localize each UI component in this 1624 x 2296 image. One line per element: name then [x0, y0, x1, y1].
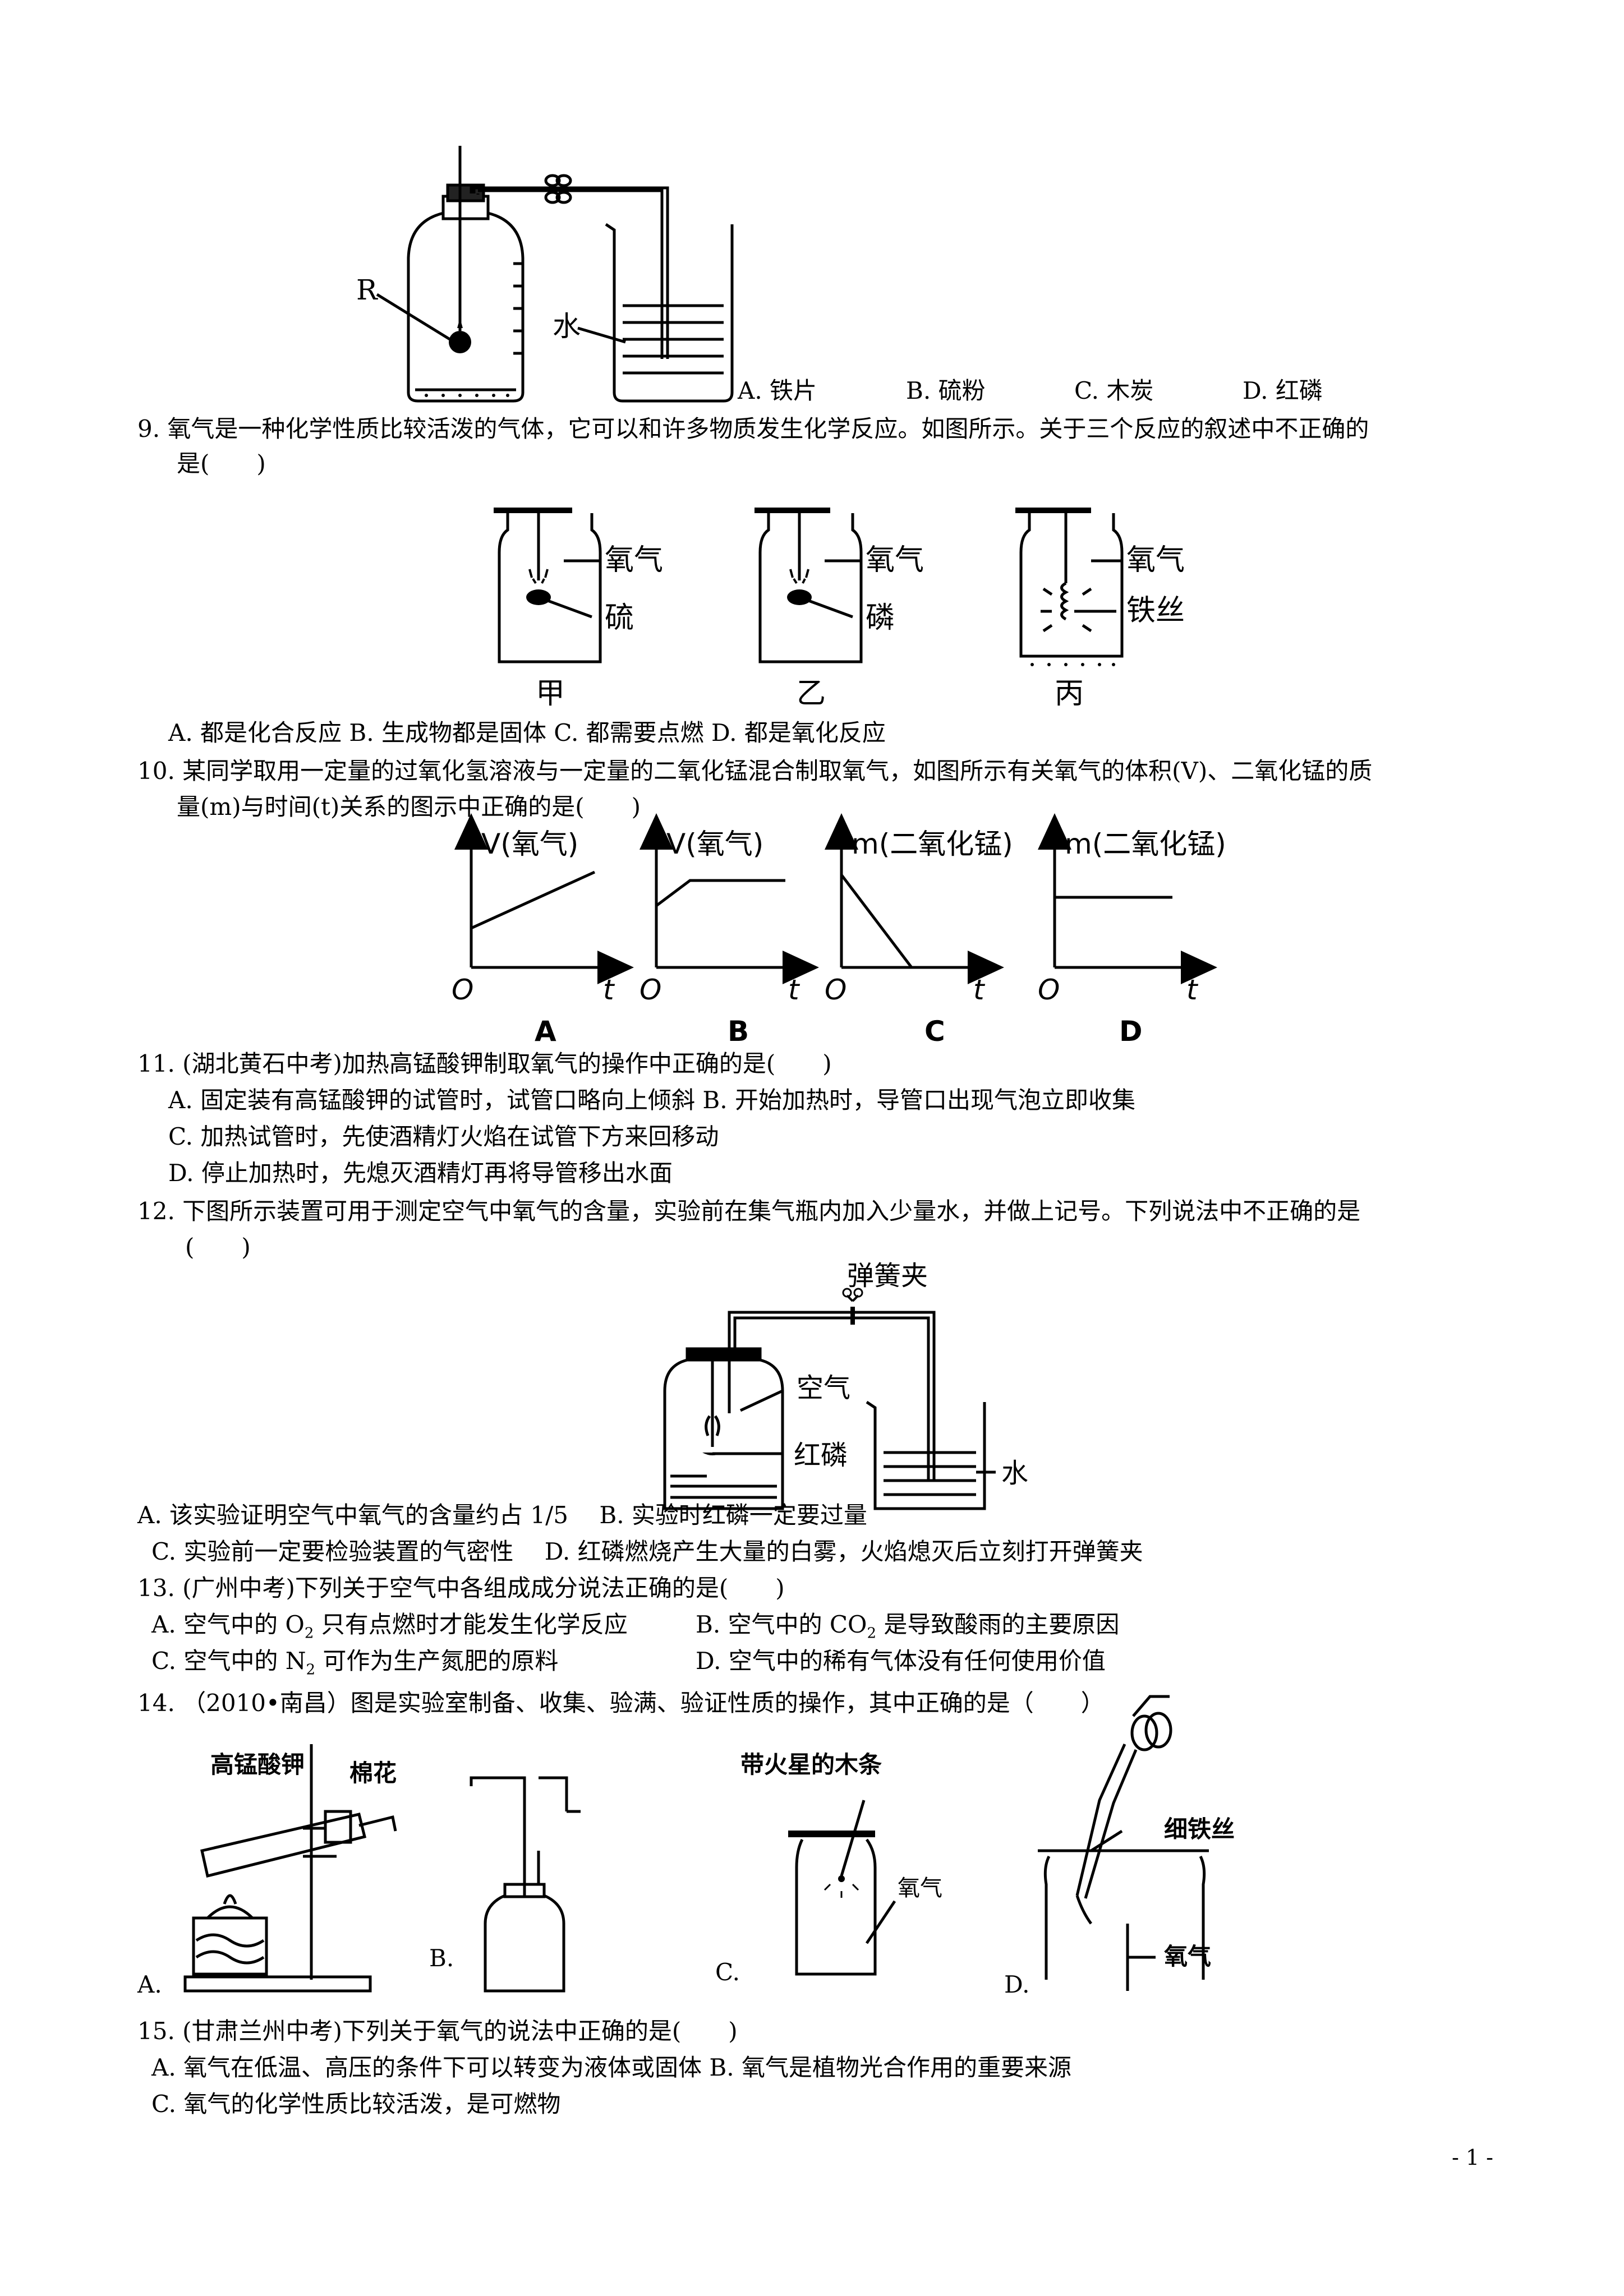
- q14-option-c: C.: [715, 1958, 740, 1986]
- q10-stem-line2: 量(m)与时间(t)关系的图示中正确的是( ): [177, 793, 641, 820]
- q10-graph-a-xlabel: t: [603, 974, 614, 1006]
- q10-graph-d-origin: O: [1038, 974, 1060, 1006]
- q10-graph-a-name: A: [535, 1015, 556, 1048]
- q10-graph-b-origin: O: [640, 974, 662, 1006]
- q14-stem: 14. （2010•南昌）图是实验室制备、收集、验满、验证性质的操作，其中正确的…: [137, 1689, 1105, 1717]
- q14-label-kmno4: 高锰酸钾: [210, 1751, 305, 1778]
- q10-graph-a-ylabel: V(氧气): [481, 828, 579, 860]
- q9-jar1-gas-label: 氧气: [605, 543, 664, 577]
- q8-label-r: R: [356, 274, 378, 306]
- q14-option-b: B.: [429, 1944, 454, 1972]
- q9-jar3-name: 丙: [1055, 677, 1084, 711]
- q14-label-splint: 带火星的木条: [740, 1751, 882, 1778]
- q14-label-cotton: 棉花: [349, 1759, 397, 1787]
- q10-graph-c-xlabel: t: [973, 974, 984, 1006]
- q9-jar3-substance-label: 铁丝: [1126, 594, 1185, 628]
- q13-option-a: A. 空气中的 O2 只有点燃时才能发生化学反应: [151, 1611, 628, 1642]
- q15-option-a-b: A. 氧气在低温、高压的条件下可以转变为液体或固体 B. 氧气是植物光合作用的重…: [151, 2054, 1071, 2081]
- q9-stem-line2: 是( ): [177, 450, 266, 477]
- q11-option-c: C. 加热试管时，先使酒精灯火焰在试管下方来回移动: [168, 1123, 719, 1150]
- q12-option-c-d: C. 实验前一定要检验装置的气密性 D. 红磷燃烧产生大量的白雾，火焰熄灭后立刻…: [151, 1538, 1143, 1565]
- q10-graph-b-ylabel: V(氧气): [666, 828, 764, 860]
- q8-option-b: B. 硫粉: [906, 377, 986, 404]
- q8-label-water: 水: [553, 310, 581, 343]
- q14-label-oxygen-d: 氧气: [1164, 1943, 1212, 1970]
- page-number: - 1 -: [1452, 2145, 1494, 2170]
- q12-label-air: 空气: [797, 1372, 851, 1404]
- q10-graph-d-xlabel: t: [1186, 974, 1198, 1006]
- q10-graph-c-ylabel: m(二氧化锰): [852, 828, 1013, 860]
- q14-option-a: A.: [137, 1971, 162, 1998]
- q8-option-a: A. 铁片: [738, 377, 817, 404]
- q14-label-oxygen-c: 氧气: [898, 1875, 942, 1901]
- q12-label-water: 水: [1001, 1458, 1029, 1489]
- q9-jar2-name: 乙: [797, 677, 826, 711]
- q9-jar2-substance-label: 磷: [866, 601, 895, 635]
- q10-stem-line1: 10. 某同学取用一定量的过氧化氢溶液与一定量的二氧化锰混合制取氧气，如图所示有…: [137, 757, 1373, 785]
- q10-graph-d-name: D: [1119, 1015, 1143, 1048]
- q12-stem-line2: ( ): [185, 1233, 251, 1261]
- q12-label-clip: 弹簧夹: [847, 1260, 928, 1292]
- q14-option-d: D.: [1004, 1971, 1030, 1998]
- q10-graph-d-ylabel: m(二氧化锰): [1065, 828, 1226, 860]
- q9-stem-line1: 9. 氧气是一种化学性质比较活泼的气体，它可以和许多物质发生化学反应。如图所示。…: [137, 415, 1369, 442]
- q9-jar1-name: 甲: [536, 677, 565, 711]
- q11-stem: 11. (湖北黄石中考)加热高锰酸钾制取氧气的操作中正确的是( ): [137, 1050, 832, 1077]
- q9-jar1-substance-label: 硫: [605, 601, 634, 635]
- q12-option-a-b: A. 该实验证明空气中氧气的含量约占 1/5 B. 实验时红磷一定要过量: [137, 1501, 867, 1529]
- q14-label-iron-wire: 细铁丝: [1164, 1815, 1235, 1843]
- q12-stem-line1: 12. 下图所示装置可用于测定空气中氧气的含量，实验前在集气瓶内加入少量水，并做…: [137, 1197, 1361, 1225]
- q10-graph-c-origin: O: [825, 974, 847, 1006]
- q10-graph-b-name: B: [728, 1015, 749, 1048]
- q15-option-c: C. 氧气的化学性质比较活泼，是可燃物: [151, 2090, 561, 2118]
- q9-options: A. 都是化合反应 B. 生成物都是固体 C. 都需要点燃 D. 都是氧化反应: [168, 719, 886, 746]
- q10-graph-c-name: C: [924, 1015, 945, 1048]
- q13-option-d: D. 空气中的稀有气体没有任何使用价值: [696, 1647, 1106, 1675]
- q10-graph-b-xlabel: t: [788, 974, 799, 1006]
- q8-option-c: C. 木炭: [1074, 377, 1154, 404]
- q9-jar3-gas-label: 氧气: [1126, 543, 1185, 577]
- q8-option-d: D. 红磷: [1243, 377, 1323, 404]
- q10-graph-a-origin: O: [452, 974, 474, 1006]
- q11-option-d: D. 停止加热时，先熄灭酒精灯再将导管移出水面: [168, 1159, 673, 1187]
- q12-label-phosphorus: 红磷: [794, 1440, 848, 1471]
- q11-option-a-b: A. 固定装有高锰酸钾的试管时，试管口略向上倾斜 B. 开始加热时，导管口出现气…: [168, 1086, 1135, 1114]
- q13-option-b: B. 空气中的 CO2 是导致酸雨的主要原因: [696, 1611, 1120, 1642]
- q13-option-c: C. 空气中的 N2 可作为生产氮肥的原料: [151, 1647, 559, 1679]
- q9-jar2-gas-label: 氧气: [866, 543, 924, 577]
- q13-stem: 13. (广州中考)下列关于空气中各组成成分说法正确的是( ): [137, 1574, 785, 1602]
- q15-stem: 15. (甘肃兰州中考)下列关于氧气的说法中正确的是( ): [137, 2017, 738, 2045]
